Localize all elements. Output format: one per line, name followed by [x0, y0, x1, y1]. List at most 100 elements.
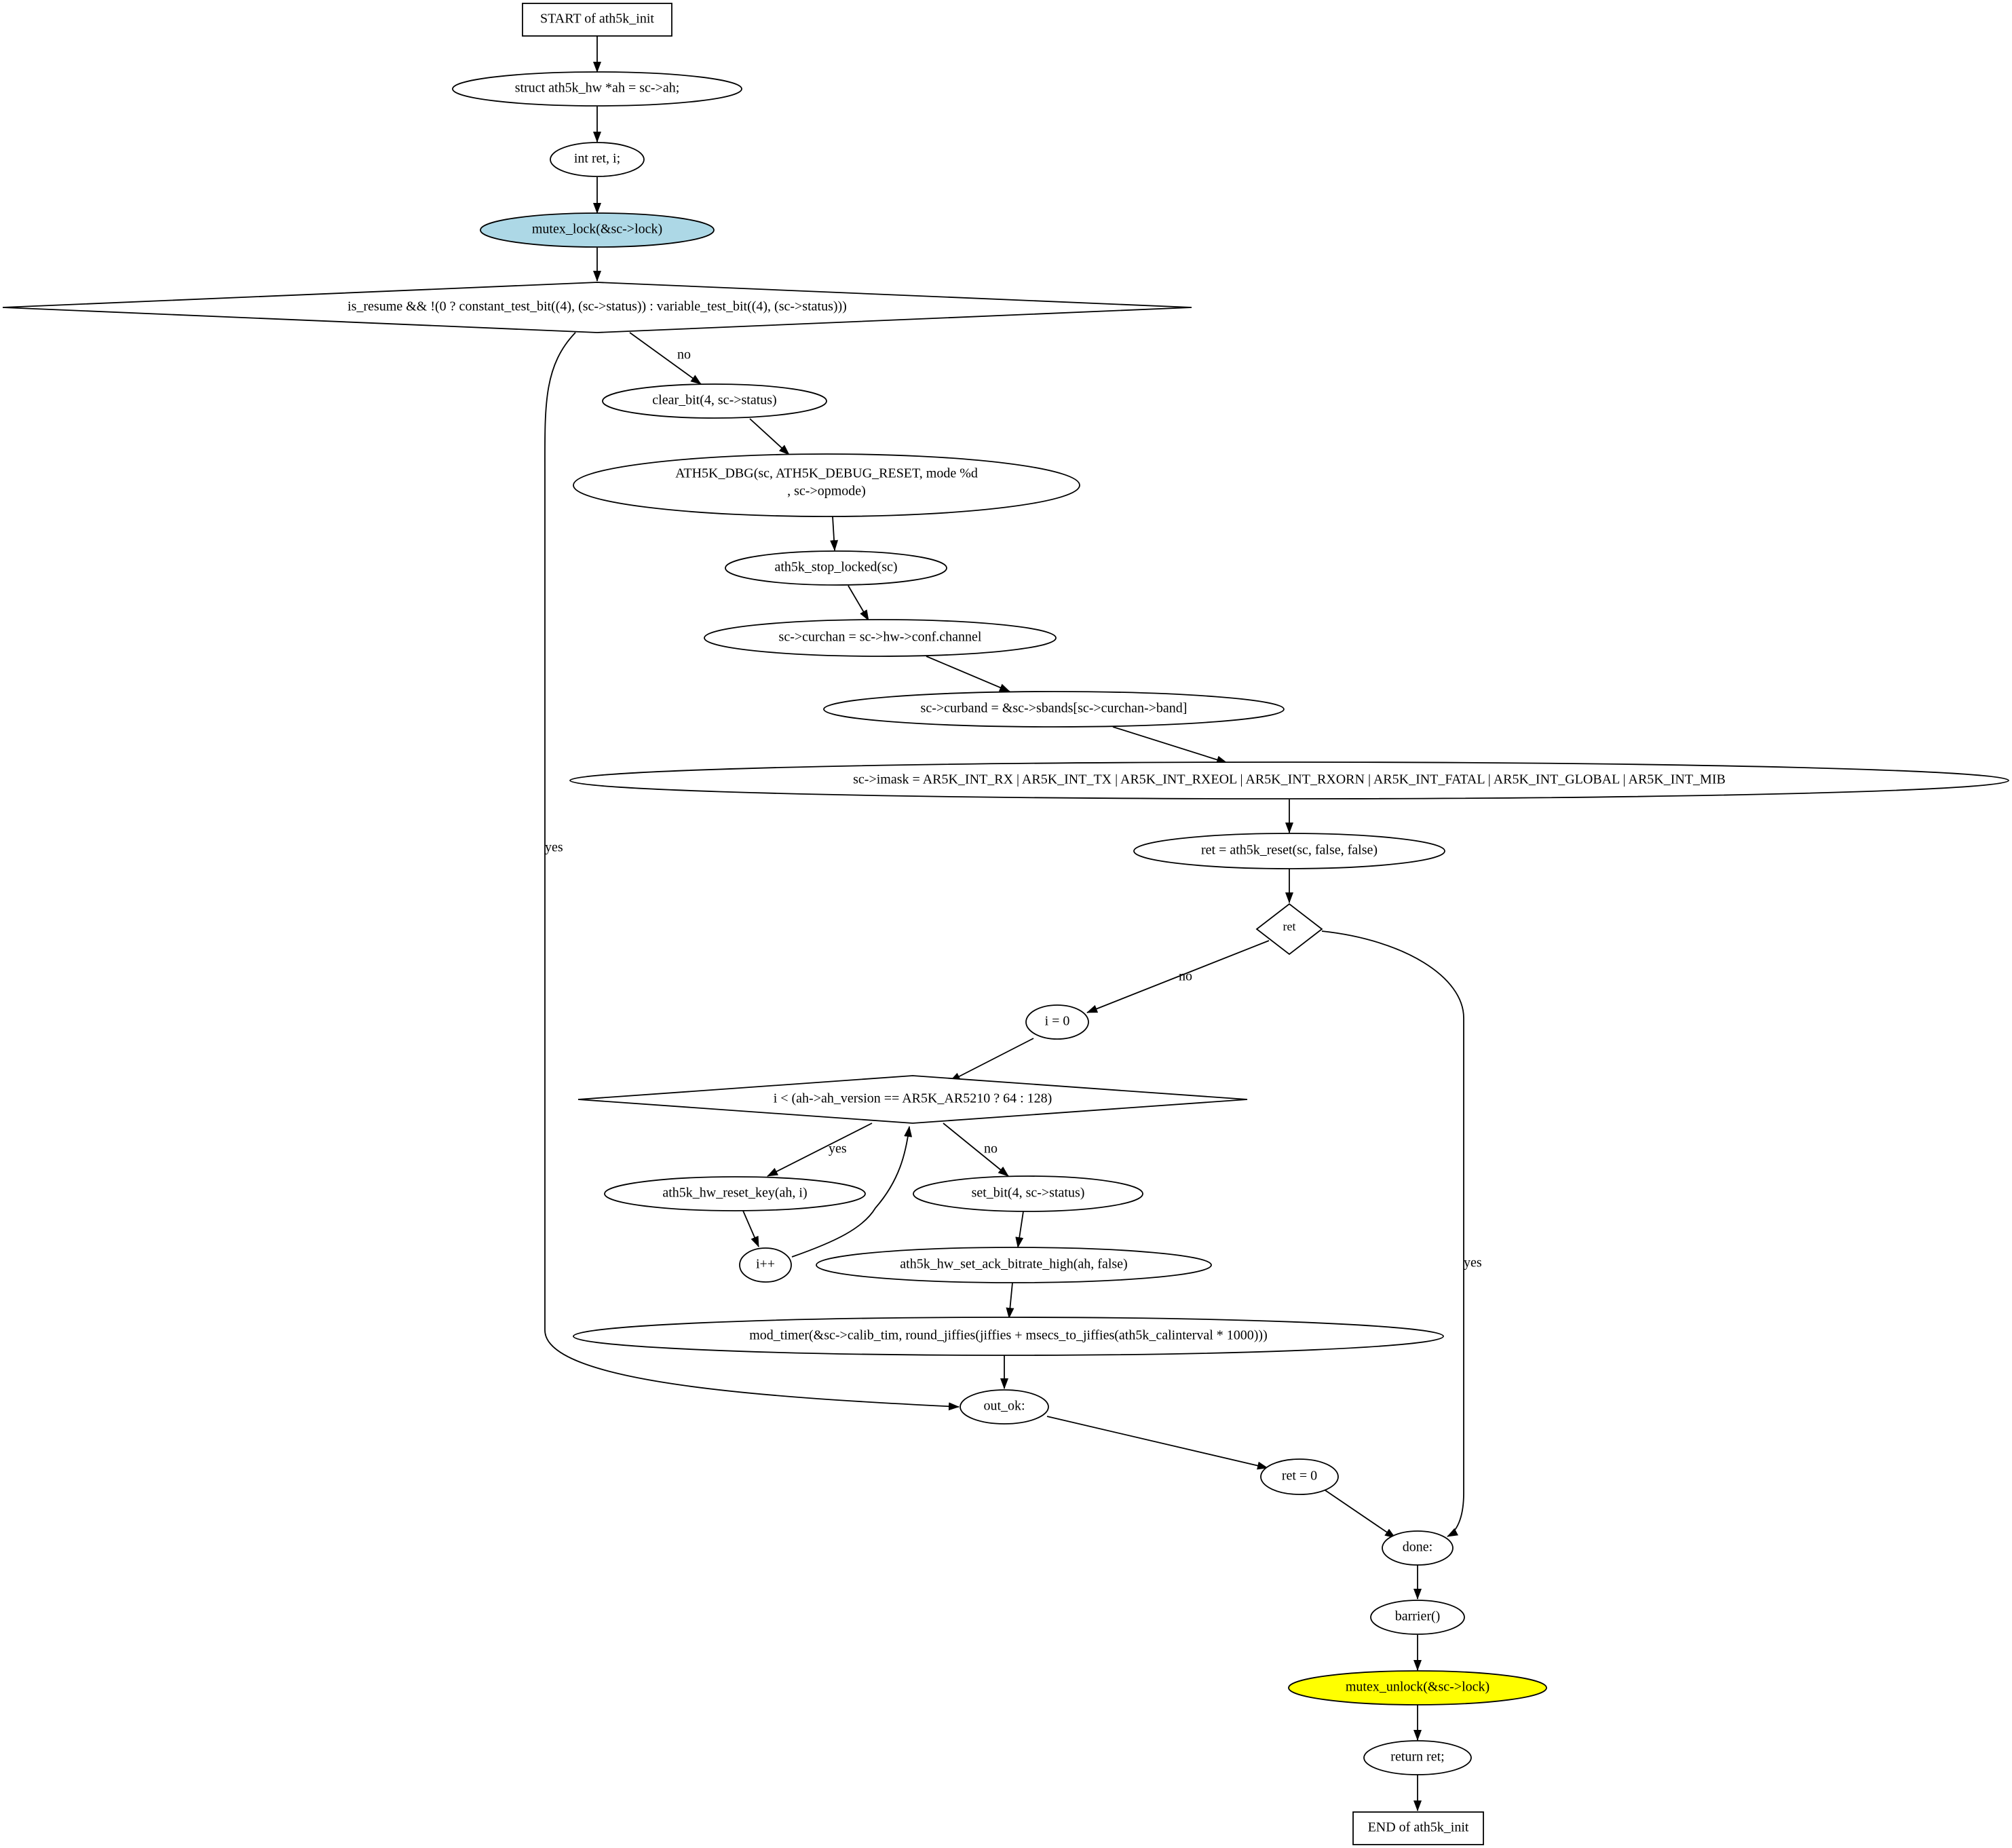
node-done: done:	[1382, 1530, 1454, 1566]
done-ellipse	[1382, 1530, 1454, 1566]
node-cond-loop: i < (ah->ah_version == AR5K_AR5210 ? 64 …	[577, 1075, 1248, 1124]
nodes: START of ath5k_init struct ath5k_hw *ah …	[2, 3, 2009, 1845]
edge-set-bit-to-ack	[1015, 1211, 1024, 1248]
set-bit-label: set_bit(4, sc->status)	[972, 1186, 1085, 1201]
node-barrier: barrier()	[1370, 1600, 1465, 1635]
node-start: START of ath5k_init	[522, 3, 672, 37]
imask-label: sc->imask = AR5K_INT_RX | AR5K_INT_TX | …	[853, 772, 1726, 787]
edge-curchan-to-curband	[926, 656, 1010, 692]
node-ret-zero: ret = 0	[1260, 1458, 1339, 1495]
edge-resume-yes	[544, 332, 960, 1411]
edge-curband-to-imask	[1112, 726, 1228, 764]
edge-dbg-to-stop	[830, 516, 839, 551]
node-i-inc: i++	[739, 1247, 792, 1283]
edge-loop-yes	[767, 1123, 873, 1177]
end-box	[1352, 1811, 1484, 1845]
dbg-label-line2: , sc->opmode)	[787, 484, 866, 499]
reset-key-label: ath5k_hw_reset_key(ah, i)	[662, 1186, 807, 1201]
set-bit-ellipse	[913, 1175, 1143, 1212]
i-init-label: i = 0	[1045, 1014, 1070, 1029]
out-ok-ellipse	[960, 1389, 1049, 1425]
done-label: done:	[1403, 1540, 1432, 1555]
reset-label: ret = ath5k_reset(sc, false, false)	[1201, 843, 1378, 858]
node-reset: ret = ath5k_reset(sc, false, false)	[1133, 833, 1445, 869]
edge-resume-no	[629, 332, 702, 385]
i-inc-ellipse	[739, 1247, 792, 1283]
ret-zero-label: ret = 0	[1282, 1469, 1317, 1484]
ack-bitrate-ellipse	[816, 1247, 1212, 1283]
node-imask: sc->imask = AR5K_INT_RX | AR5K_INT_TX | …	[569, 761, 2009, 799]
ack-bitrate-label: ath5k_hw_set_ack_bitrate_high(ah, false)	[900, 1257, 1127, 1272]
barrier-ellipse	[1370, 1600, 1465, 1635]
ret-zero-ellipse	[1260, 1458, 1339, 1495]
curband-label: sc->curband = &sc->sbands[sc->curchan->b…	[921, 701, 1188, 716]
node-mod-timer: mod_timer(&sc->calib_tim, round_jiffies(…	[573, 1317, 1444, 1356]
edge-labels: no yes no yes yes no	[545, 347, 1482, 1270]
cond-ret-diamond	[1255, 903, 1323, 956]
node-out-ok: out_ok:	[960, 1389, 1049, 1425]
i-init-ellipse	[1025, 1004, 1089, 1040]
imask-ellipse	[569, 761, 2009, 799]
edge-ret-zero-to-done	[1325, 1490, 1396, 1539]
start-label: START of ath5k_init	[540, 12, 654, 26]
edge-out-ok-to-ret-zero	[1046, 1416, 1268, 1470]
node-decl-ret: int ret, i;	[550, 142, 645, 177]
edge-i-inc-back-to-loop	[791, 1126, 913, 1258]
edges	[544, 36, 1464, 1811]
mutex-unlock-label: mutex_unlock(&sc->lock)	[1346, 1680, 1489, 1695]
curband-ellipse	[823, 691, 1285, 728]
edge-label-ret-yes: yes	[1464, 1256, 1482, 1270]
node-curchan: sc->curchan = sc->hw->conf.channel	[704, 619, 1057, 657]
stop-locked-label: ath5k_stop_locked(sc)	[774, 560, 897, 575]
node-return-ret: return ret;	[1363, 1740, 1472, 1775]
edge-ack-to-mod-timer	[1006, 1282, 1014, 1319]
node-mutex-lock: mutex_lock(&sc->lock)	[480, 212, 715, 248]
decl-ret-label: int ret, i;	[574, 151, 620, 166]
return-ret-ellipse	[1363, 1740, 1472, 1775]
node-end: END of ath5k_init	[1352, 1811, 1484, 1845]
cond-resume-diamond	[2, 282, 1192, 333]
cond-loop-diamond	[577, 1075, 1248, 1124]
dbg-label-line1: ATH5K_DBG(sc, ATH5K_DEBUG_RESET, mode %d	[675, 466, 978, 481]
curchan-ellipse	[704, 619, 1057, 657]
dbg-ellipse	[573, 453, 1080, 517]
node-i-init: i = 0	[1025, 1004, 1089, 1040]
edge-label-ret-no: no	[1179, 969, 1192, 984]
node-cond-ret: ret	[1255, 903, 1323, 956]
node-cond-resume: is_resume && !(0 ? constant_test_bit((4)…	[2, 282, 1192, 333]
mutex-lock-label: mutex_lock(&sc->lock)	[532, 222, 662, 237]
node-clear-bit: clear_bit(4, sc->status)	[602, 383, 827, 419]
edge-reset-key-to-i-inc	[742, 1210, 759, 1247]
i-inc-label: i++	[756, 1257, 775, 1272]
node-dbg: ATH5K_DBG(sc, ATH5K_DEBUG_RESET, mode %d…	[573, 453, 1080, 517]
clear-bit-label: clear_bit(4, sc->status)	[652, 393, 776, 408]
reset-key-ellipse	[604, 1176, 866, 1211]
decl-ah-label: struct ath5k_hw *ah = sc->ah;	[515, 81, 680, 96]
mutex-unlock-ellipse	[1288, 1670, 1547, 1705]
curchan-label: sc->curchan = sc->hw->conf.channel	[779, 630, 982, 645]
node-set-bit: set_bit(4, sc->status)	[913, 1175, 1143, 1212]
stop-locked-ellipse	[725, 550, 947, 586]
start-box	[522, 3, 672, 37]
node-ack-bitrate: ath5k_hw_set_ack_bitrate_high(ah, false)	[816, 1247, 1212, 1283]
cond-ret-label: ret	[1283, 920, 1296, 933]
cond-resume-label: is_resume && !(0 ? constant_test_bit((4)…	[347, 299, 847, 314]
edge-label-loop-yes: yes	[829, 1142, 847, 1156]
mod-timer-ellipse	[573, 1317, 1444, 1356]
node-decl-ah: struct ath5k_hw *ah = sc->ah;	[452, 71, 742, 107]
edge-clear-to-dbg	[749, 418, 790, 455]
node-mutex-unlock: mutex_unlock(&sc->lock)	[1288, 1670, 1547, 1705]
node-stop-locked: ath5k_stop_locked(sc)	[725, 550, 947, 586]
reset-ellipse	[1133, 833, 1445, 869]
clear-bit-ellipse	[602, 383, 827, 419]
node-curband: sc->curband = &sc->sbands[sc->curchan->b…	[823, 691, 1285, 728]
out-ok-label: out_ok:	[983, 1399, 1025, 1414]
barrier-label: barrier()	[1395, 1609, 1441, 1624]
mutex-lock-ellipse	[480, 212, 715, 248]
edge-label-resume-no: no	[677, 347, 691, 362]
edge-i-init-to-cond-loop	[949, 1038, 1034, 1082]
edge-label-resume-yes: yes	[545, 840, 563, 855]
decl-ret-ellipse	[550, 142, 645, 177]
cond-loop-label: i < (ah->ah_version == AR5K_AR5210 ? 64 …	[774, 1091, 1052, 1106]
